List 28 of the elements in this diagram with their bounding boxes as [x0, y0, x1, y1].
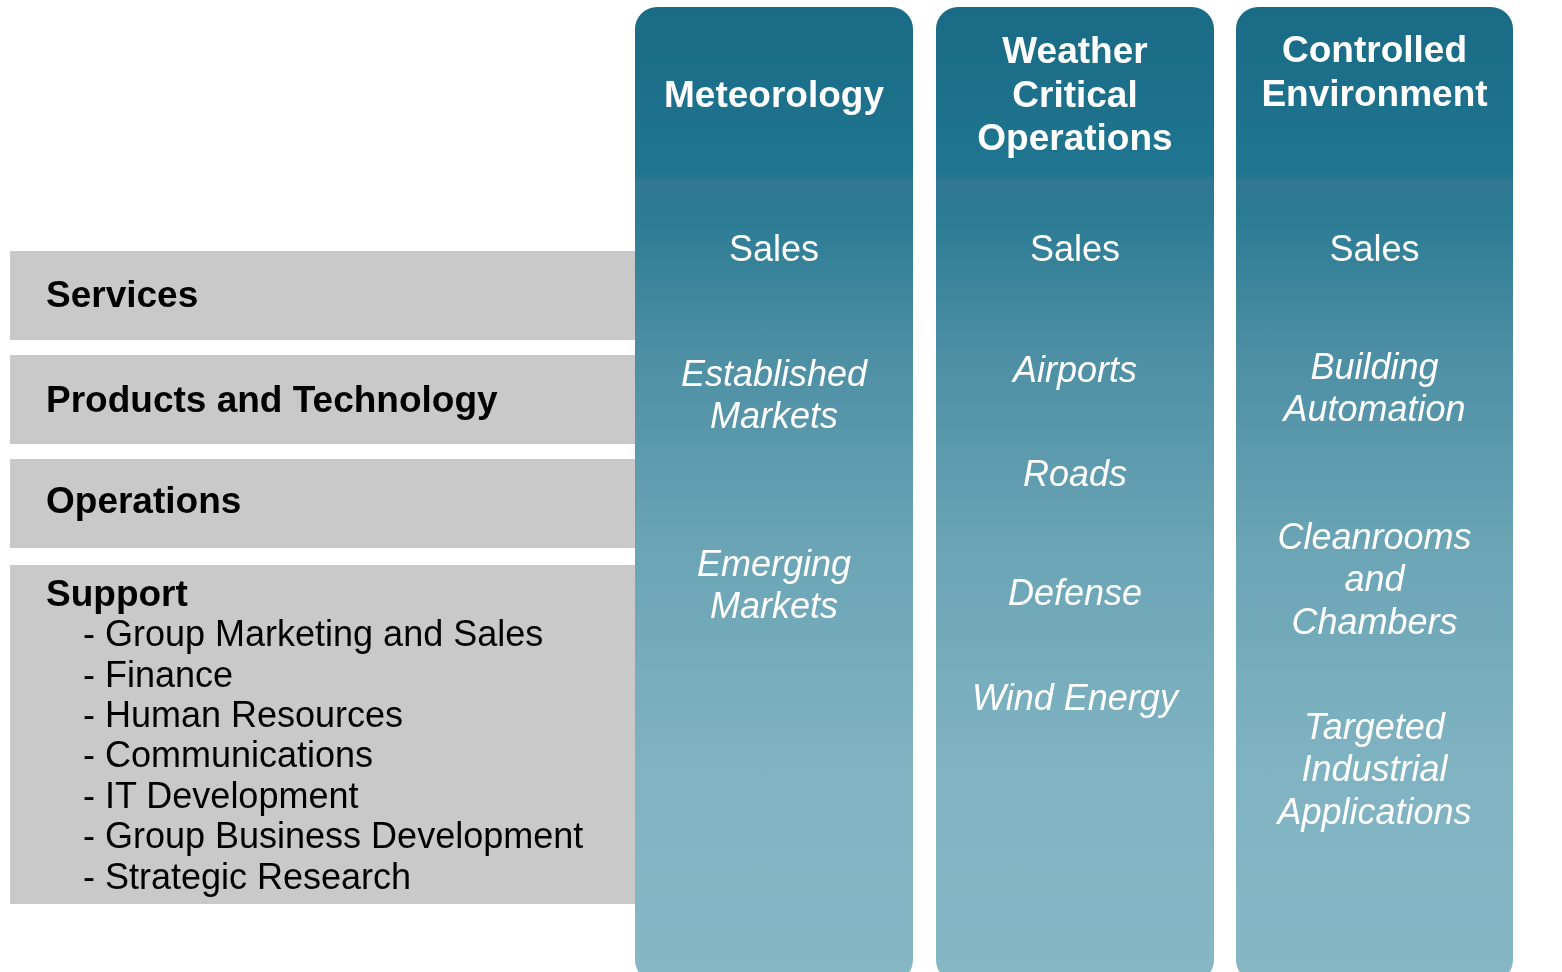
row-heading: Operations	[46, 479, 242, 523]
column-heading: Controlled Environment	[1260, 28, 1489, 116]
sales-label: Sales	[1328, 227, 1421, 271]
segment-label: Roads	[1021, 452, 1129, 496]
row-band	[10, 459, 635, 548]
row-heading: Products and Technology	[46, 378, 498, 422]
sales-label: Sales	[727, 227, 821, 271]
segment-label: Wind Energy	[971, 676, 1181, 720]
column-panel	[635, 7, 913, 972]
column-heading: Meteorology	[663, 73, 885, 117]
column-heading: Weather Critical Operations	[976, 28, 1174, 160]
segment-label: Established Markets	[679, 352, 869, 438]
segment-label: Airports	[1010, 348, 1138, 392]
row-band	[10, 251, 635, 340]
segment-label: Building Automation	[1281, 345, 1467, 431]
segment-label: Emerging Markets	[695, 542, 853, 628]
column-panel	[1236, 7, 1513, 972]
list-item: - Strategic Research	[83, 855, 412, 899]
row-heading: Services	[46, 273, 199, 317]
sales-label: Sales	[1028, 227, 1122, 271]
segment-label: Defense	[1006, 571, 1144, 615]
row-band	[10, 355, 635, 444]
row-band	[10, 565, 635, 904]
segment-label: Targeted Industrial Applications	[1275, 706, 1473, 834]
list-item: - IT Development	[83, 774, 359, 818]
segment-label: Cleanrooms and Chambers	[1276, 516, 1473, 644]
column-panel	[936, 7, 1214, 972]
row-heading: Support	[46, 572, 188, 616]
